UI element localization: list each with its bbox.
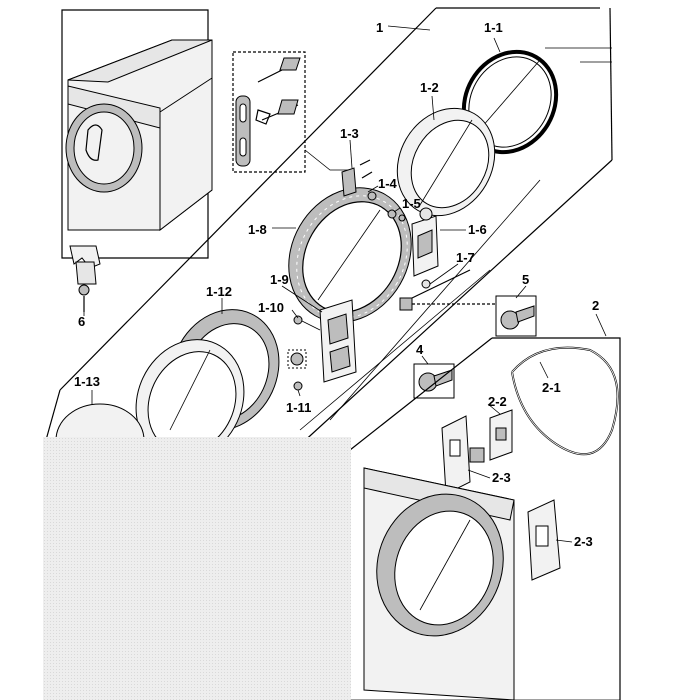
label-2-1: 2-1 bbox=[542, 380, 561, 395]
bracket-2-3-upper bbox=[441, 415, 471, 495]
hinge-inset bbox=[232, 51, 350, 173]
clip-part-6 bbox=[69, 245, 101, 312]
label-1-12: 1-12 bbox=[206, 284, 232, 299]
label-1-8: 1-8 bbox=[248, 222, 267, 237]
door-frame-1-8 bbox=[288, 187, 412, 323]
ring-1-12 bbox=[135, 309, 280, 461]
label-5: 5 bbox=[522, 272, 529, 287]
bracket-2-2 bbox=[469, 409, 513, 463]
bracket-2-3-lower bbox=[527, 499, 561, 581]
hinge-hardware-1-3-1-7 bbox=[341, 159, 500, 311]
label-2-3-lower: 2-3 bbox=[574, 534, 593, 549]
label-4: 4 bbox=[416, 342, 424, 357]
label-1-11: 1-11 bbox=[286, 400, 311, 415]
leader-lines bbox=[83, 25, 607, 543]
label-2-2: 2-2 bbox=[488, 394, 507, 409]
label-1-7: 1-7 bbox=[456, 250, 475, 265]
label-1-9: 1-9 bbox=[270, 272, 289, 287]
label-1-5: 1-5 bbox=[402, 196, 421, 211]
washer-inset bbox=[61, 9, 213, 259]
label-1-2: 1-2 bbox=[420, 80, 439, 95]
label-1: 1 bbox=[376, 20, 383, 35]
label-1-6: 1-6 bbox=[468, 222, 487, 237]
part-labels: 1 1-1 1-2 1-3 1-4 1-5 1-6 1-7 1-8 1-9 1-… bbox=[74, 20, 599, 549]
label-6: 6 bbox=[78, 314, 85, 329]
front-panel-2 bbox=[363, 467, 515, 700]
glass-1-2 bbox=[396, 107, 496, 217]
label-1-10: 1-10 bbox=[258, 300, 284, 315]
blank-occlusion-region bbox=[43, 437, 351, 700]
label-1-3: 1-3 bbox=[340, 126, 359, 141]
label-1-4: 1-4 bbox=[378, 176, 398, 191]
wire-ring-2-1 bbox=[511, 346, 619, 456]
label-1-13: 1-13 bbox=[74, 374, 100, 389]
screw-part-5 bbox=[495, 295, 537, 337]
label-1-1: 1-1 bbox=[484, 20, 503, 35]
label-2: 2 bbox=[592, 298, 599, 313]
handle-1-9 bbox=[287, 299, 357, 391]
panel-1-outline bbox=[45, 7, 613, 446]
label-2-3-upper: 2-3 bbox=[492, 470, 511, 485]
panel-2-outline bbox=[349, 337, 621, 700]
screw-part-4 bbox=[413, 363, 455, 399]
